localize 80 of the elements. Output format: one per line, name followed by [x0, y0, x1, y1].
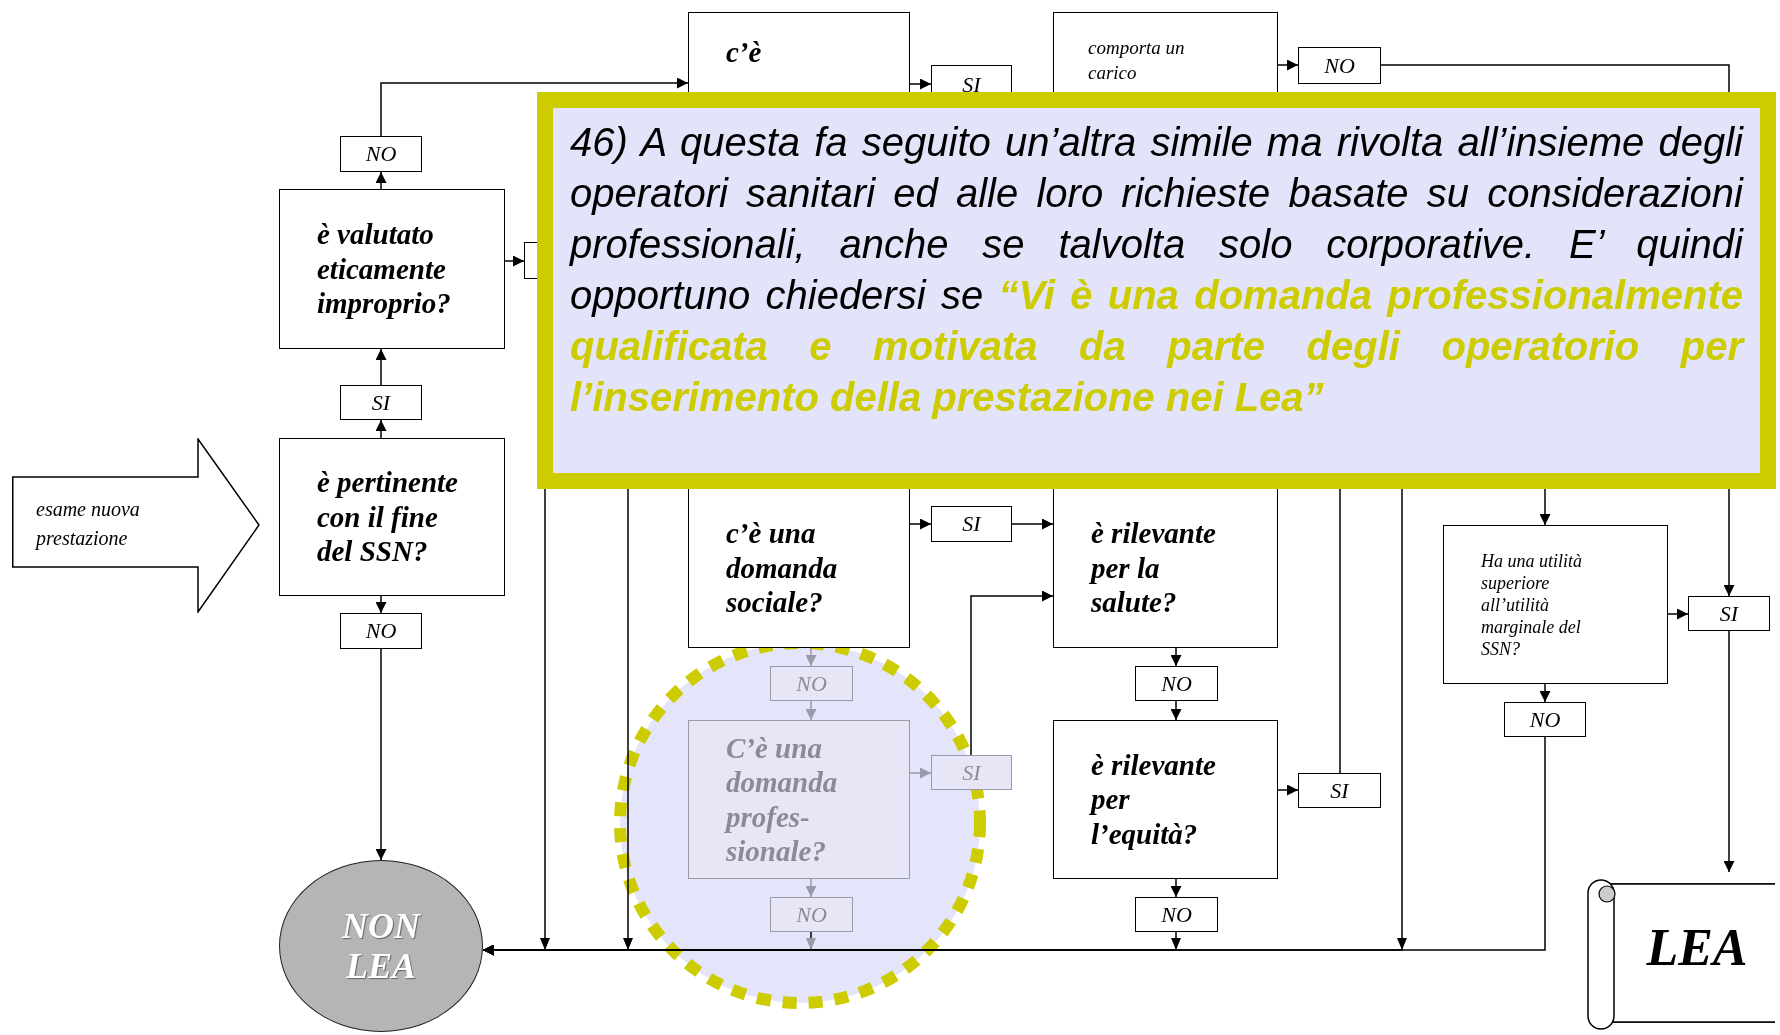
answer-label: NO [1324, 54, 1355, 77]
answer-label: SI [1719, 602, 1739, 625]
answer-label: NO [365, 143, 397, 165]
answer-tag [1298, 47, 1381, 84]
empty-box [524, 242, 537, 279]
callout-text: 46) A questa fa seguito un’altra simile ma rivolta all’insieme degli operatori sanitari ed alle loro richieste basate su considerazioni professionali, anche se talvolta solo corporative. E’ quindi opportuno chiedersi se “Vi è una domanda professionalmente qualificata e motivata da parte degli operatorio per l’inserimento della prestazione nei Lea” [570, 119, 1743, 421]
arrow [1170, 700, 1182, 721]
arrow [909, 767, 932, 779]
question-text: Ha una utilità superiore all’utilità marginale del SSN? [1481, 549, 1583, 660]
arrow [1723, 630, 1735, 873]
answer-label: NO [796, 903, 827, 926]
question-text: c’è [726, 35, 763, 70]
arrow [1170, 647, 1182, 667]
connector-line [1339, 488, 1341, 774]
arrow [909, 78, 932, 90]
arrow [970, 590, 1054, 756]
answer-label: NO [1161, 903, 1192, 926]
arrow [1539, 683, 1551, 703]
answer-tag [340, 613, 422, 649]
arrow [1011, 518, 1054, 530]
question-text: è pertinente con il fine del SSN? [317, 465, 459, 569]
answer-label: NO [796, 672, 827, 695]
answer-label: NO [1529, 708, 1561, 731]
answer-label: NO [365, 620, 397, 642]
question-text: C’è una domanda profes- sionale? [726, 730, 839, 869]
arrow [1667, 608, 1689, 620]
answer-tag [931, 755, 1012, 790]
answer-label: SI [962, 74, 981, 96]
arrow [909, 518, 932, 530]
answer-tag [1135, 666, 1218, 701]
question-box [279, 189, 505, 349]
answer-tag [1504, 702, 1586, 737]
question-box [279, 438, 505, 596]
arrow [805, 647, 817, 667]
start-label: esame nuova prestazione [36, 497, 141, 552]
question-text: c’è una domanda sociale? [726, 516, 839, 620]
question-box [688, 489, 910, 648]
question-text: è valutato eticamente improprio? [317, 217, 452, 321]
arrow [375, 171, 387, 190]
arrow [375, 595, 387, 614]
arrow [375, 648, 387, 861]
callout-box [537, 92, 1776, 489]
arrow [1277, 784, 1299, 796]
answer-tag [931, 506, 1012, 542]
arrow [805, 700, 817, 721]
arrow [1277, 59, 1299, 71]
question-box [1053, 12, 1278, 92]
answer-tag [770, 666, 853, 701]
answer-tag [770, 897, 853, 932]
answer-tag [1688, 596, 1770, 631]
arrow [1723, 488, 1735, 597]
answer-label: SI [962, 761, 981, 784]
question-text: è rilevante per l’equità? [1091, 747, 1217, 852]
answer-label: NO [1161, 672, 1192, 695]
arrow [375, 419, 387, 439]
scroll-label: LEA [1645, 918, 1749, 978]
arrow [1539, 488, 1551, 526]
connector-line [1380, 64, 1730, 93]
answer-label: SI [371, 391, 391, 414]
question-box [688, 720, 910, 879]
answer-tag [1135, 897, 1218, 932]
question-box [1053, 720, 1278, 879]
answer-tag [340, 385, 422, 420]
answer-tag [1298, 773, 1381, 808]
question-box [1053, 489, 1278, 648]
answer-label: SI [1330, 779, 1349, 802]
arrow [380, 77, 689, 137]
arrow [504, 255, 525, 267]
arrow [482, 488, 1403, 956]
arrow [1170, 878, 1182, 898]
answer-tag [931, 65, 1012, 92]
question-text: comporta un carico [1088, 36, 1186, 85]
arrow [375, 348, 387, 386]
question-box [688, 12, 910, 92]
terminal-label: NON LEA [340, 906, 422, 986]
answer-label: SI [962, 513, 981, 535]
question-box [1443, 525, 1668, 684]
question-text: è rilevante per la salute? [1091, 516, 1217, 620]
answer-tag [340, 136, 422, 172]
arrow [805, 878, 817, 898]
